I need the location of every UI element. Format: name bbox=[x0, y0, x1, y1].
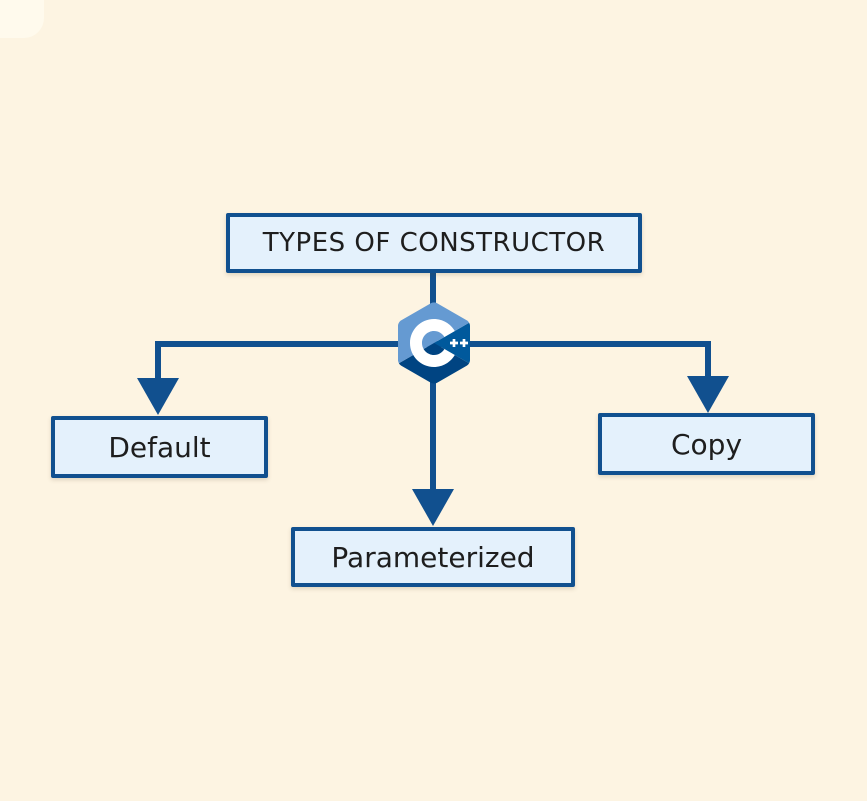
arrowhead-down-parameterized-icon bbox=[412, 489, 454, 526]
arrowhead-down-default-icon bbox=[137, 378, 179, 415]
connector-right-stem bbox=[705, 341, 711, 377]
corner-highlight bbox=[0, 0, 44, 38]
title-box: TYPES OF CONSTRUCTOR bbox=[226, 213, 642, 273]
node-parameterized-label: Parameterized bbox=[331, 540, 535, 574]
node-copy: Copy bbox=[598, 413, 815, 475]
connector-left-stem bbox=[155, 341, 161, 379]
node-copy-label: Copy bbox=[670, 427, 743, 461]
arrowhead-down-copy-icon bbox=[687, 376, 729, 413]
node-default-label: Default bbox=[108, 430, 211, 464]
title-label: TYPES OF CONSTRUCTOR bbox=[262, 228, 606, 258]
node-default: Default bbox=[51, 416, 268, 478]
node-parameterized: Parameterized bbox=[291, 527, 575, 587]
cpp-logo-icon bbox=[398, 302, 470, 384]
